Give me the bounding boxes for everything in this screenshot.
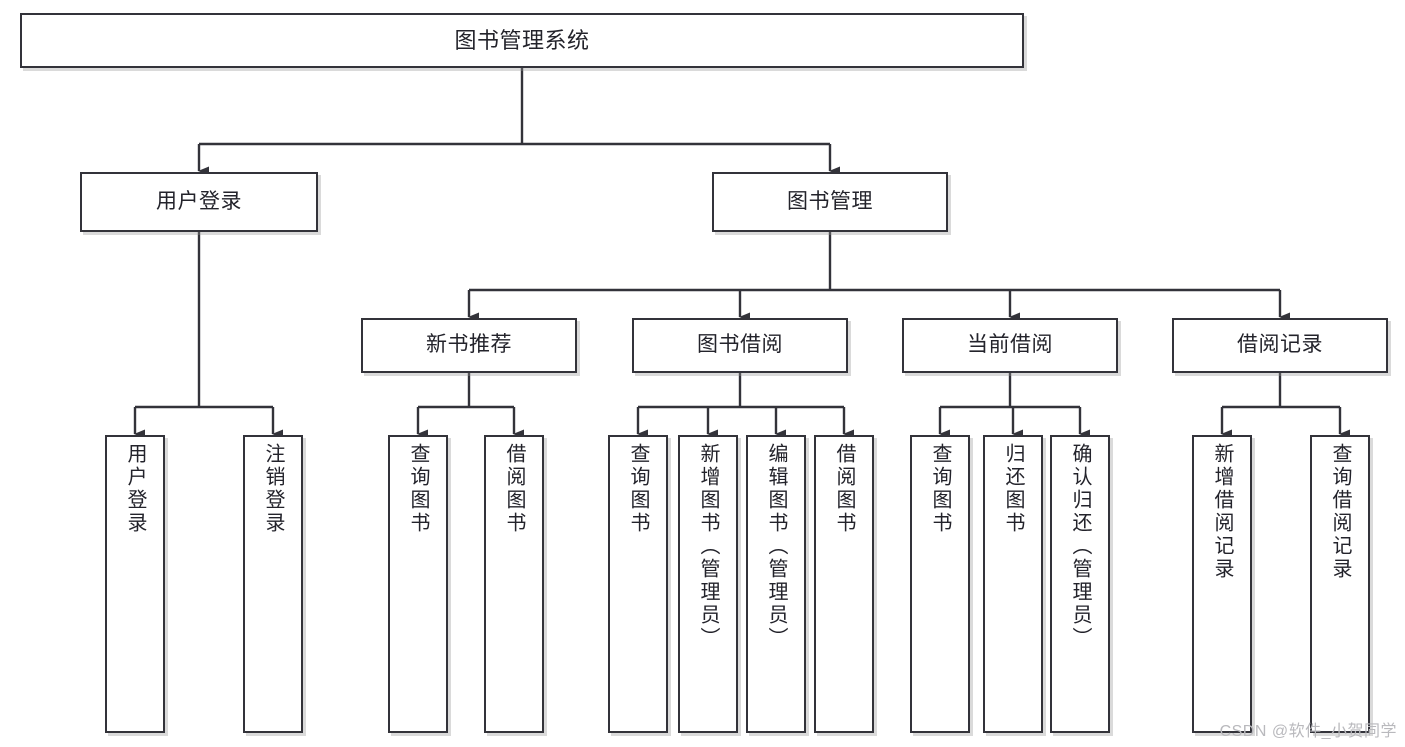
leaf-user-login-label: 用户登录 [124,443,146,535]
leaf-return-book[interactable]: 归还图书 [983,435,1043,733]
leaf-query-book-1-label: 查询图书 [407,443,429,535]
node-current-borrow-label: 当前借阅 [967,333,1053,357]
leaf-return-book-label: 归还图书 [1002,443,1024,535]
node-user-login[interactable]: 用户登录 [80,172,318,232]
node-user-login-label: 用户登录 [156,189,242,213]
leaf-query-book-1[interactable]: 查询图书 [388,435,448,733]
leaf-borrow-book-1[interactable]: 借阅图书 [484,435,544,733]
leaf-query-record[interactable]: 查询借阅记录 [1310,435,1370,733]
node-borrow-record-label: 借阅记录 [1237,333,1323,357]
node-book-manage[interactable]: 图书管理 [712,172,948,232]
leaf-add-record[interactable]: 新增借阅记录 [1192,435,1252,733]
leaf-add-book[interactable]: 新增图书（管理员） [678,435,738,733]
leaf-confirm-return-label: 确认归还（管理员） [1069,443,1091,650]
leaf-borrow-book-2-label: 借阅图书 [833,443,855,535]
leaf-edit-book[interactable]: 编辑图书（管理员） [746,435,806,733]
node-book-borrow[interactable]: 图书借阅 [632,318,848,373]
watermark: CSDN @软件_小贺同学 [1219,723,1397,740]
leaf-add-book-label: 新增图书（管理员） [697,443,719,650]
leaf-query-record-label: 查询借阅记录 [1329,443,1351,581]
node-book-borrow-label: 图书借阅 [697,333,783,357]
leaf-logout-label: 注销登录 [262,443,284,535]
leaf-confirm-return[interactable]: 确认归还（管理员） [1050,435,1110,733]
leaf-query-book-3[interactable]: 查询图书 [910,435,970,733]
node-new-book-recommend-label: 新书推荐 [426,333,512,357]
node-borrow-record[interactable]: 借阅记录 [1172,318,1388,373]
node-book-manage-label: 图书管理 [787,189,873,213]
node-root-label: 图书管理系统 [454,27,590,53]
node-current-borrow[interactable]: 当前借阅 [902,318,1118,373]
leaf-logout[interactable]: 注销登录 [243,435,303,733]
leaf-query-book-2-label: 查询图书 [627,443,649,535]
node-root[interactable]: 图书管理系统 [20,13,1024,68]
leaf-user-login[interactable]: 用户登录 [105,435,165,733]
leaf-query-book-2[interactable]: 查询图书 [608,435,668,733]
leaf-borrow-book-2[interactable]: 借阅图书 [814,435,874,733]
leaf-edit-book-label: 编辑图书（管理员） [765,443,787,650]
leaf-add-record-label: 新增借阅记录 [1211,443,1233,581]
leaf-borrow-book-1-label: 借阅图书 [503,443,525,535]
node-new-book-recommend[interactable]: 新书推荐 [361,318,577,373]
leaf-query-book-3-label: 查询图书 [929,443,951,535]
